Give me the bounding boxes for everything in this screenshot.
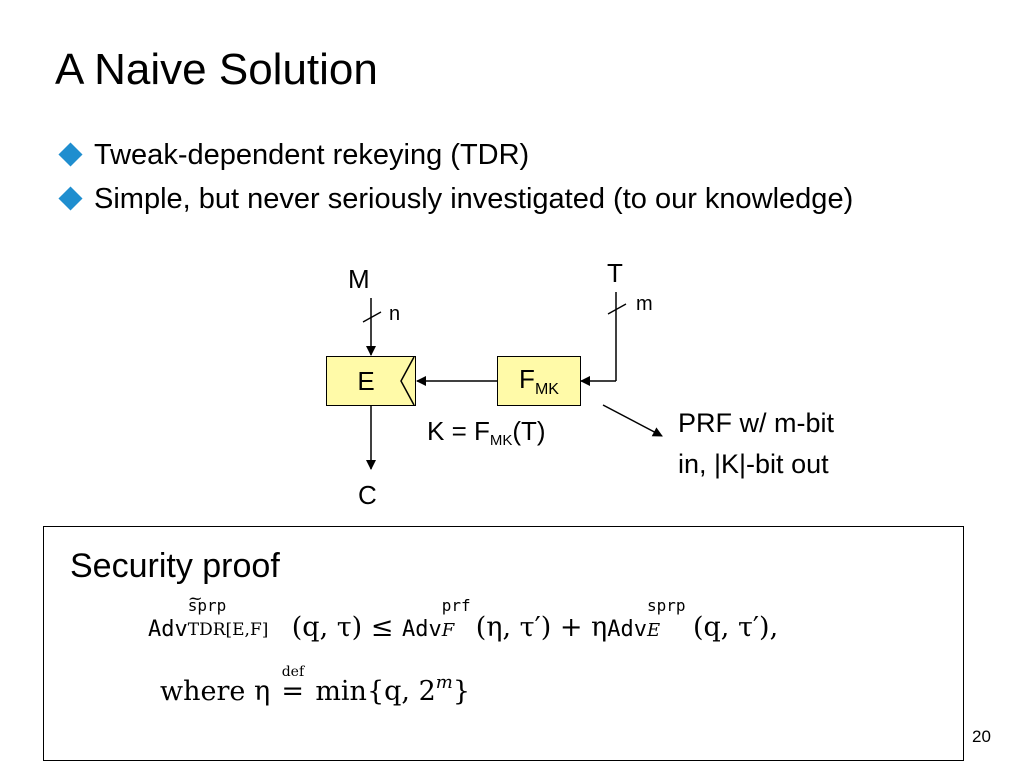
sprp-sup: sprp xyxy=(646,596,686,615)
adv-term: Adv xyxy=(148,617,188,642)
adv-term: Adv xyxy=(607,617,647,642)
width-n-label: n xyxy=(389,303,401,325)
prf-f-box: FMK xyxy=(497,356,581,406)
tilde-mark: ~ xyxy=(187,588,203,609)
input-t-label: T xyxy=(607,258,623,288)
bullet-list: Tweak-dependent rekeying (TDR) Simple, b… xyxy=(58,138,858,226)
bullet-text: Tweak-dependent rekeying (TDR) xyxy=(94,139,530,171)
proof-title: Security proof xyxy=(70,547,280,585)
min-close: } xyxy=(452,676,471,707)
sprp-tilde-sup: sprp xyxy=(187,596,227,615)
security-bound-formula: Adv sprp ~ TDR[E,F] (q, τ) ≤ Adv prf F (… xyxy=(148,588,779,643)
key-derivation-label: K = FMK(T) xyxy=(427,416,546,449)
plus-eta: + η xyxy=(559,612,608,643)
def-equals: = xyxy=(281,676,305,707)
f-sub: F xyxy=(441,620,455,641)
where-eta: where η xyxy=(160,676,271,707)
output-c-label: C xyxy=(358,480,377,510)
eta-definition: where η def = min{q, 2m} xyxy=(160,664,471,707)
def-label: def xyxy=(281,664,305,680)
box-f-label: FMK xyxy=(519,363,559,398)
min-expr: min{q, 2 xyxy=(315,676,436,707)
prf-note-line1: PRF w/ m-bit xyxy=(678,408,835,438)
slide-title: A Naive Solution xyxy=(55,45,378,94)
bullet-item: Tweak-dependent rekeying (TDR) xyxy=(58,138,858,172)
e-sub: E xyxy=(646,620,661,641)
m-width-slash xyxy=(607,303,627,315)
note-pointer-arrow xyxy=(602,404,663,437)
bullet-item: Simple, but never seriously investigated… xyxy=(58,182,858,216)
page-number: 20 xyxy=(972,727,991,746)
leq-sign: ≤ xyxy=(370,612,394,643)
lhs-args: (q, τ) xyxy=(291,612,363,643)
box-e-label: E xyxy=(357,365,375,396)
prf-sup: prf xyxy=(441,596,471,615)
bullet-text: Simple, but never seriously investigated… xyxy=(94,183,854,215)
n-width-slash xyxy=(362,311,382,323)
block-cipher-e-box: E xyxy=(326,356,416,406)
input-m-label: M xyxy=(348,264,370,294)
security-proof-box xyxy=(43,526,964,761)
sprp-args: (q, τ′), xyxy=(692,612,779,643)
prf-note-line2: in, |K|-bit out xyxy=(678,449,829,479)
tdr-sub: TDR[E,F] xyxy=(187,620,269,640)
adv-term: Adv xyxy=(402,617,442,642)
width-m-label: m xyxy=(636,293,653,315)
prf-args: (η, τ′) xyxy=(475,612,552,643)
min-exponent: m xyxy=(435,672,453,693)
